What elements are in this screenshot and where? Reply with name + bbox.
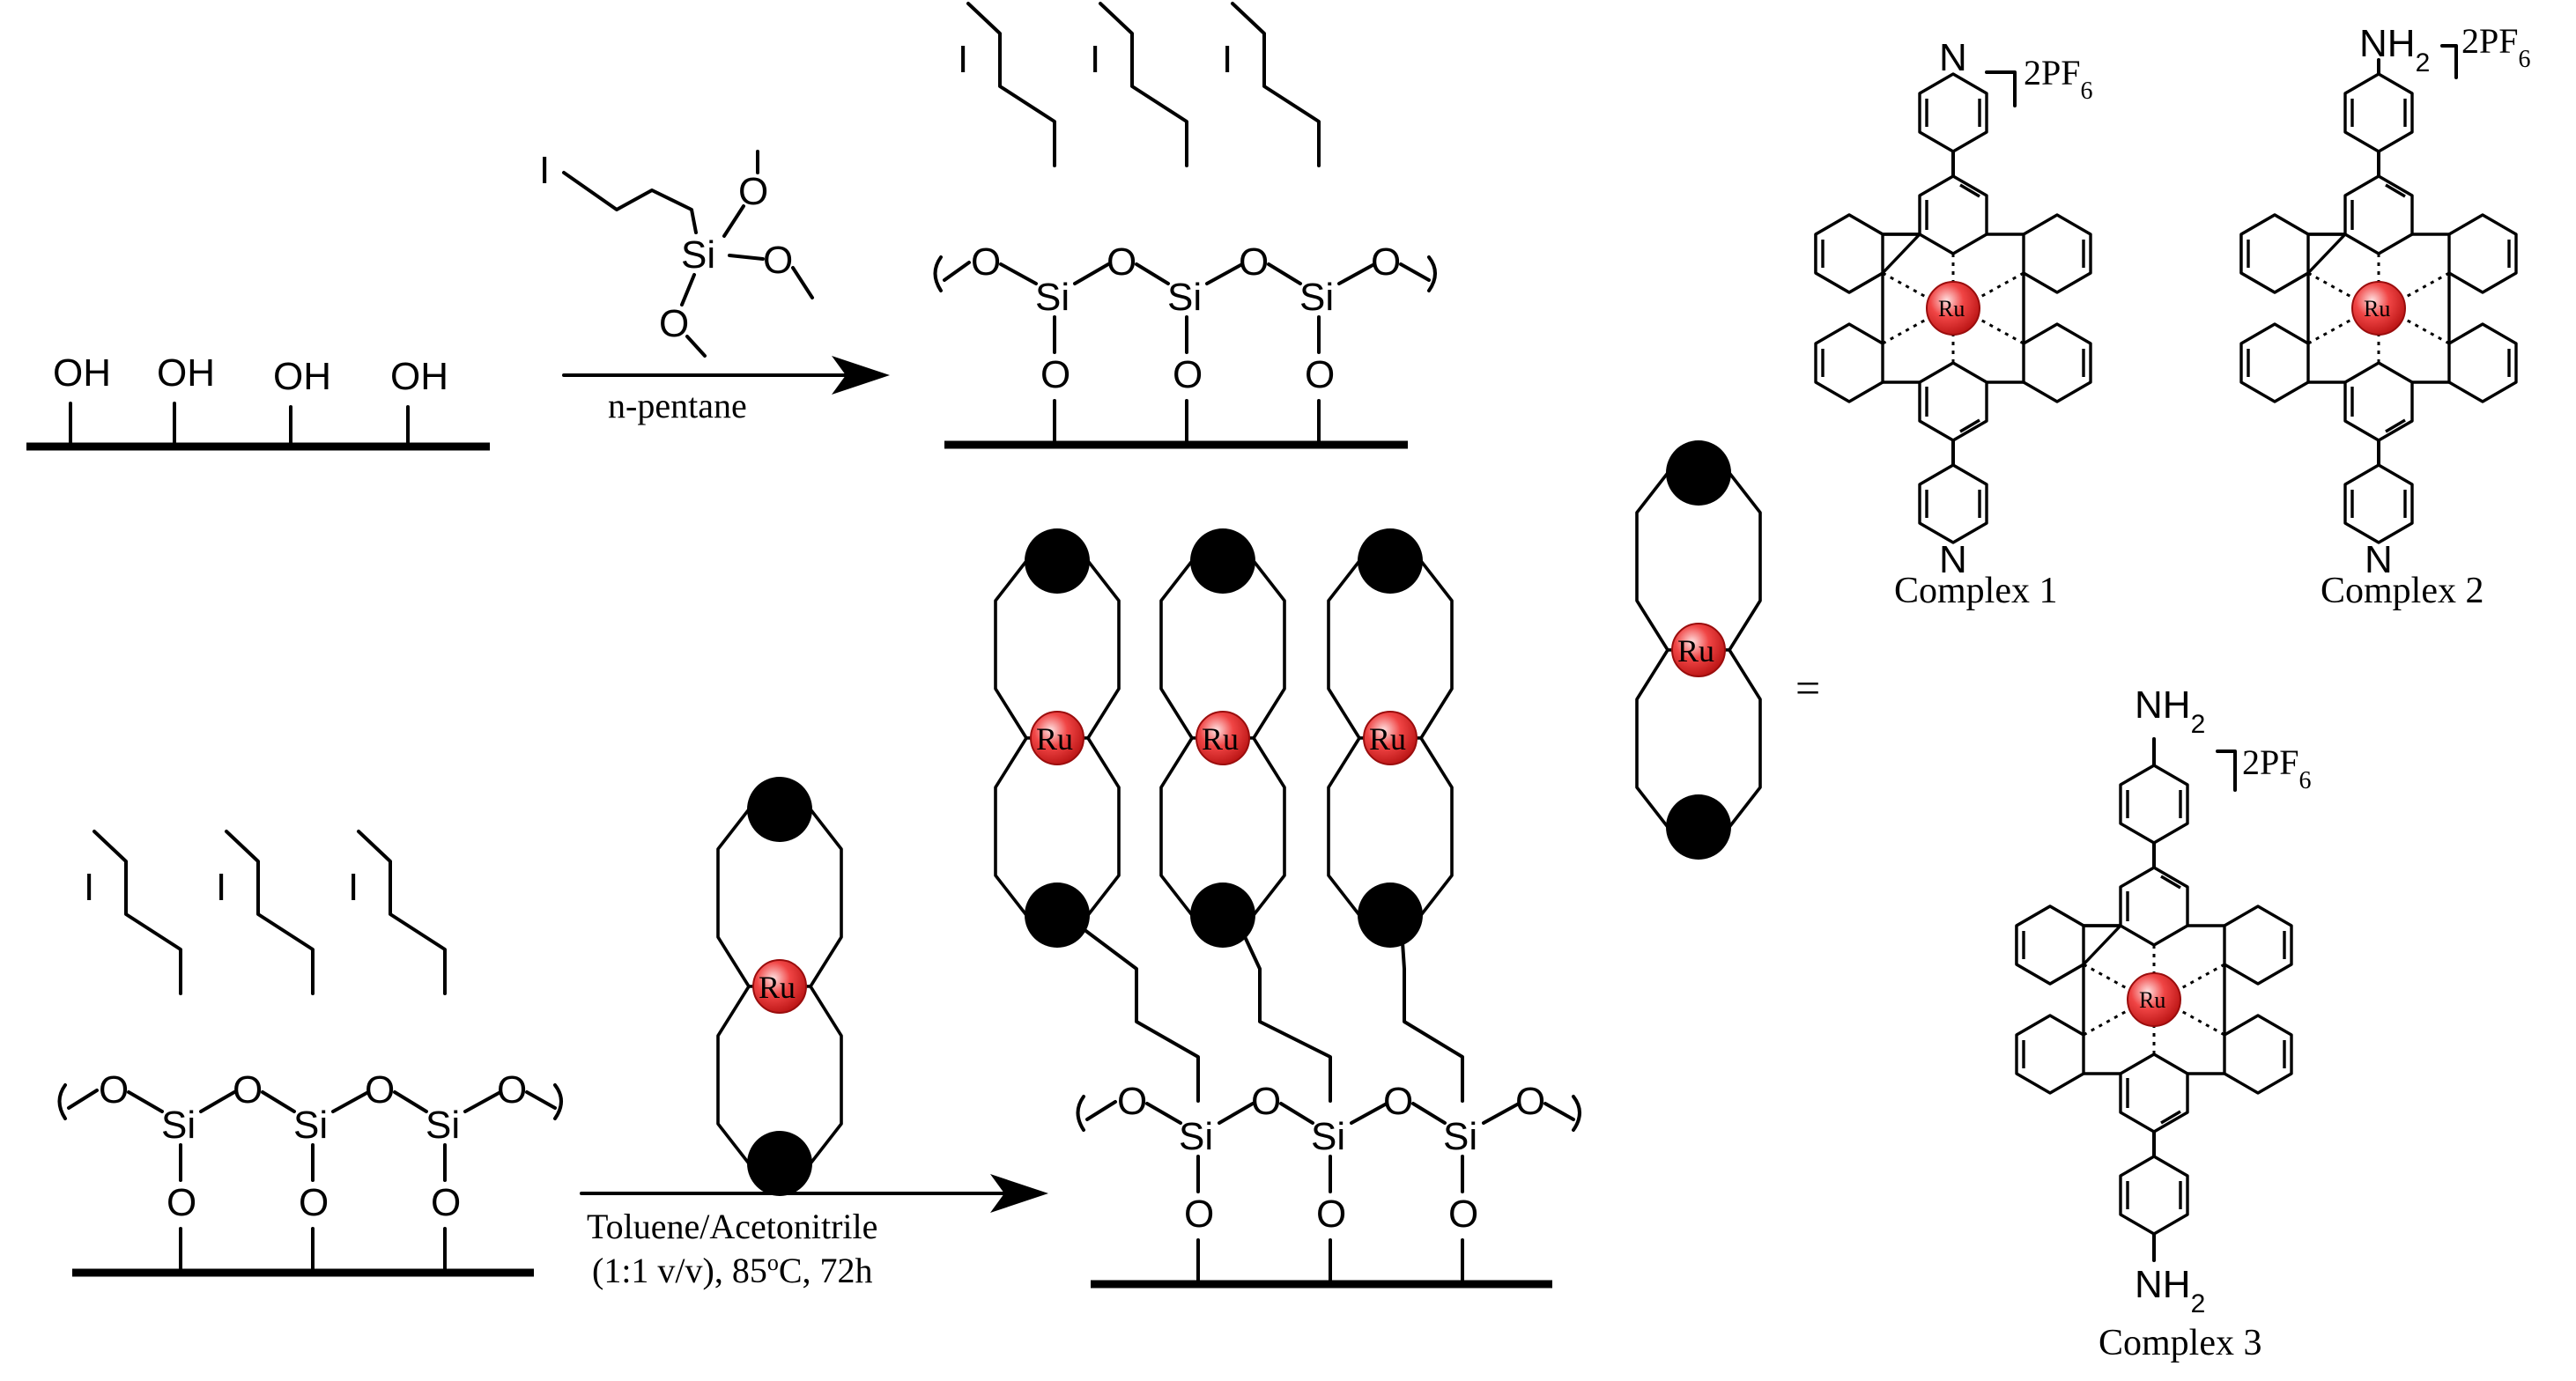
svg-text:Ru: Ru [1938, 296, 1965, 321]
tethered-ru-complex: Ru [994, 527, 1121, 949]
svg-text:O: O [1316, 1193, 1346, 1236]
svg-text:O: O [1117, 1080, 1147, 1123]
ru-unit-legend: Ru [1635, 439, 1762, 861]
svg-text:O: O [99, 1068, 129, 1111]
svg-text:O: O [1107, 240, 1136, 284]
svg-text:Ru: Ru [1677, 633, 1714, 668]
complex-2-label: Complex 2 [2321, 571, 2484, 611]
svg-text:Si: Si [161, 1104, 196, 1147]
svg-text:O: O [659, 302, 689, 345]
svg-text:O: O [1383, 1080, 1413, 1123]
reaction-arrow-2: Toluene/Acetonitrile (1:1 v/v), 85oC, 72… [580, 1174, 1048, 1291]
reaction-arrow-1: n-pentane [562, 356, 890, 425]
svg-text:O: O [1251, 1080, 1281, 1123]
svg-text:O: O [167, 1181, 196, 1224]
svg-text:O: O [1173, 353, 1203, 396]
svg-text:Ru: Ru [759, 970, 796, 1005]
svg-text:O: O [763, 239, 793, 282]
iodopropyl-trimethoxysilane: I Si O O O [539, 149, 814, 358]
svg-text:Si: Si [1179, 1115, 1213, 1158]
reaction-conditions-line-2: (1:1 v/v), 85oC, 72h [592, 1250, 873, 1291]
svg-text:Si: Si [1035, 276, 1070, 319]
svg-text:Ru: Ru [1369, 721, 1406, 757]
svg-text:O: O [1448, 1193, 1478, 1236]
svg-text:I: I [84, 866, 94, 909]
svg-text:O: O [971, 240, 1001, 284]
oh-label: OH [53, 351, 111, 395]
svg-text:I: I [539, 149, 550, 192]
svg-text:O: O [299, 1181, 329, 1224]
svg-text:O: O [233, 1068, 263, 1111]
svg-text:O: O [1239, 240, 1269, 284]
svg-text:Ru: Ru [1202, 721, 1239, 757]
svg-text:2PF6: 2PF6 [2024, 53, 2093, 105]
iodopropyl-siloxane-surface-top: O Si I O Si I O Si I O O [933, 2, 1437, 449]
svg-text:O: O [1305, 353, 1335, 396]
ru-complex-reagent: Ru [716, 775, 843, 1198]
svg-text:O: O [1040, 353, 1070, 396]
svg-text:N: N [2365, 538, 2393, 581]
svg-text:NH2: NH2 [2135, 1263, 2205, 1318]
svg-text:I: I [216, 866, 226, 909]
hydroxyl-surface: OH OH OH OH [26, 351, 490, 451]
oh-label: OH [273, 355, 331, 398]
svg-text:N: N [1939, 538, 1967, 581]
iodopropyl-siloxane-surface-bottom: O Si I O Si I O Si I O O O [57, 830, 563, 1277]
svg-text:Ru: Ru [1036, 721, 1073, 757]
svg-text:Si: Si [681, 233, 715, 277]
svg-text:O: O [1184, 1193, 1214, 1236]
complex-1-structure: N N Ru 2PF6 [1814, 36, 2093, 581]
oh-label: OH [390, 355, 448, 398]
svg-text:Ru: Ru [2364, 296, 2390, 321]
svg-text:Si: Si [1311, 1115, 1345, 1158]
svg-text:I: I [1090, 38, 1100, 81]
svg-text:NH2: NH2 [2135, 683, 2205, 739]
svg-text:O: O [431, 1181, 461, 1224]
reaction-conditions-line-1: Toluene/Acetonitrile [587, 1207, 877, 1246]
complex-3-structure: NH2 NH2 Ru 2PF6 [2015, 683, 2312, 1318]
tethered-ru-complex: Ru [1159, 527, 1286, 949]
svg-text:O: O [497, 1068, 527, 1111]
svg-text:Si: Si [1299, 276, 1334, 319]
reagent-condition-1: n-pentane [608, 386, 747, 425]
svg-text:Si: Si [426, 1104, 460, 1147]
equals-sign: = [1795, 663, 1820, 713]
svg-text:Ru: Ru [2139, 987, 2165, 1013]
svg-text:O: O [1371, 240, 1401, 284]
oh-label: OH [157, 351, 215, 395]
svg-text:I: I [1222, 38, 1232, 81]
svg-text:Si: Si [1443, 1115, 1477, 1158]
complex-2-structure: NH2 N Ru 2PF6 [2239, 21, 2531, 581]
svg-text:NH2: NH2 [2359, 22, 2430, 78]
svg-text:Si: Si [293, 1104, 328, 1147]
tethered-ru-complex: Ru [1327, 527, 1454, 949]
complex-3-label: Complex 3 [2099, 1323, 2262, 1363]
svg-text:2PF6: 2PF6 [2461, 21, 2531, 73]
svg-text:N: N [1939, 36, 1967, 79]
svg-text:2PF6: 2PF6 [2242, 742, 2312, 794]
svg-text:I: I [348, 866, 359, 909]
svg-text:Si: Si [1167, 276, 1202, 319]
ru-functionalized-surface: O Si O Si O Si O O O O [994, 527, 1581, 1289]
svg-text:O: O [1515, 1080, 1545, 1123]
svg-text:O: O [365, 1068, 395, 1111]
svg-text:I: I [958, 38, 968, 81]
complex-1-label: Complex 1 [1894, 571, 2058, 611]
